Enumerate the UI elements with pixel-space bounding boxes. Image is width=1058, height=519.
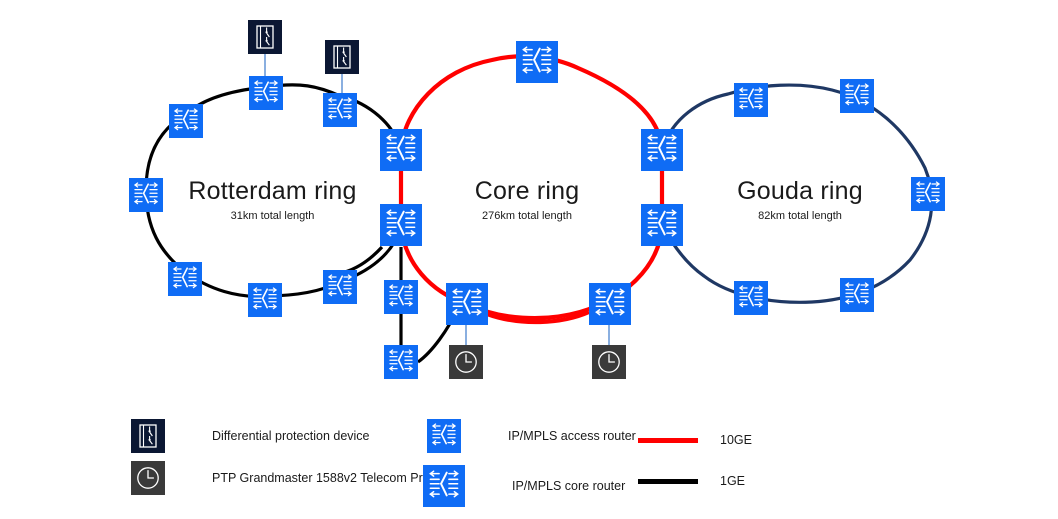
ip-mpls-access-router-icon[interactable] <box>169 104 203 138</box>
differential-protection-device-icon[interactable] <box>248 20 282 54</box>
link-swatch-10ge <box>638 437 698 443</box>
ip-mpls-access-router-icon[interactable] <box>323 93 357 127</box>
ip-mpls-access-router-icon[interactable] <box>734 83 768 117</box>
ip-mpls-core-router-icon[interactable] <box>446 283 488 325</box>
legend-item-core-router: IP/MPLS core router <box>423 465 625 507</box>
legend-item-access-router: IP/MPLS access router <box>427 419 636 453</box>
ip-mpls-access-router-icon[interactable] <box>129 178 163 212</box>
ip-mpls-access-router-icon[interactable] <box>840 278 874 312</box>
ring-label-gouda: Gouda ring 82km total length <box>705 177 895 222</box>
ring-title: Rotterdam ring <box>188 177 357 205</box>
ip-mpls-access-router-icon[interactable] <box>384 345 418 379</box>
link-swatch-1ge <box>638 478 698 484</box>
legend-label: Differential protection device <box>212 429 370 443</box>
ip-mpls-access-router-icon[interactable] <box>911 177 945 211</box>
ip-mpls-access-router-icon[interactable] <box>323 270 357 304</box>
ptp-grandmaster-clock-icon <box>131 461 165 495</box>
legend-item-dpd: Differential protection device <box>131 419 370 453</box>
ring-subtitle: 31km total length <box>230 210 315 222</box>
legend-label: PTP Grandmaster 1588v2 Telecom Profile <box>212 471 446 485</box>
differential-protection-device-icon[interactable] <box>325 40 359 74</box>
ring-subtitle: 82km total length <box>758 210 842 222</box>
differential-protection-device-icon <box>131 419 165 453</box>
link-core-ring-bottom <box>398 224 665 321</box>
ip-mpls-core-router-icon[interactable] <box>641 204 683 246</box>
link-core-bottom-arc <box>486 310 590 325</box>
ip-mpls-access-router-icon <box>427 419 461 453</box>
ring-label-core: Core ring 276km total length <box>432 177 622 222</box>
ring-title: Core ring <box>474 177 580 205</box>
ring-title: Gouda ring <box>737 177 863 205</box>
ptp-grandmaster-clock-icon[interactable] <box>592 345 626 379</box>
ip-mpls-access-router-icon[interactable] <box>249 76 283 110</box>
ip-mpls-access-router-icon[interactable] <box>840 79 874 113</box>
legend-item-link-10ge: 10GE <box>638 433 752 447</box>
legend-item-link-1ge: 1GE <box>638 474 745 488</box>
ip-mpls-access-router-icon[interactable] <box>168 262 202 296</box>
ip-mpls-core-router-icon[interactable] <box>380 204 422 246</box>
ip-mpls-access-router-icon[interactable] <box>248 283 282 317</box>
ip-mpls-access-router-icon[interactable] <box>734 281 768 315</box>
legend-label: IP/MPLS access router <box>508 429 636 443</box>
ip-mpls-core-router-icon[interactable] <box>589 283 631 325</box>
ip-mpls-core-router-icon[interactable] <box>516 41 558 83</box>
legend-label: 10GE <box>720 433 752 447</box>
ring-label-rotterdam: Rotterdam ring 31km total length <box>170 177 375 222</box>
ip-mpls-core-router-icon[interactable] <box>380 129 422 171</box>
legend-label: IP/MPLS core router <box>512 479 626 493</box>
ip-mpls-access-router-icon[interactable] <box>384 280 418 314</box>
legend-label: 1GE <box>720 474 746 488</box>
ip-mpls-core-router-icon[interactable] <box>641 129 683 171</box>
ptp-grandmaster-clock-icon[interactable] <box>449 345 483 379</box>
ring-subtitle: 276km total length <box>482 210 572 222</box>
ip-mpls-core-router-icon <box>423 465 465 507</box>
legend-item-ptp: PTP Grandmaster 1588v2 Telecom Profile <box>131 461 446 495</box>
